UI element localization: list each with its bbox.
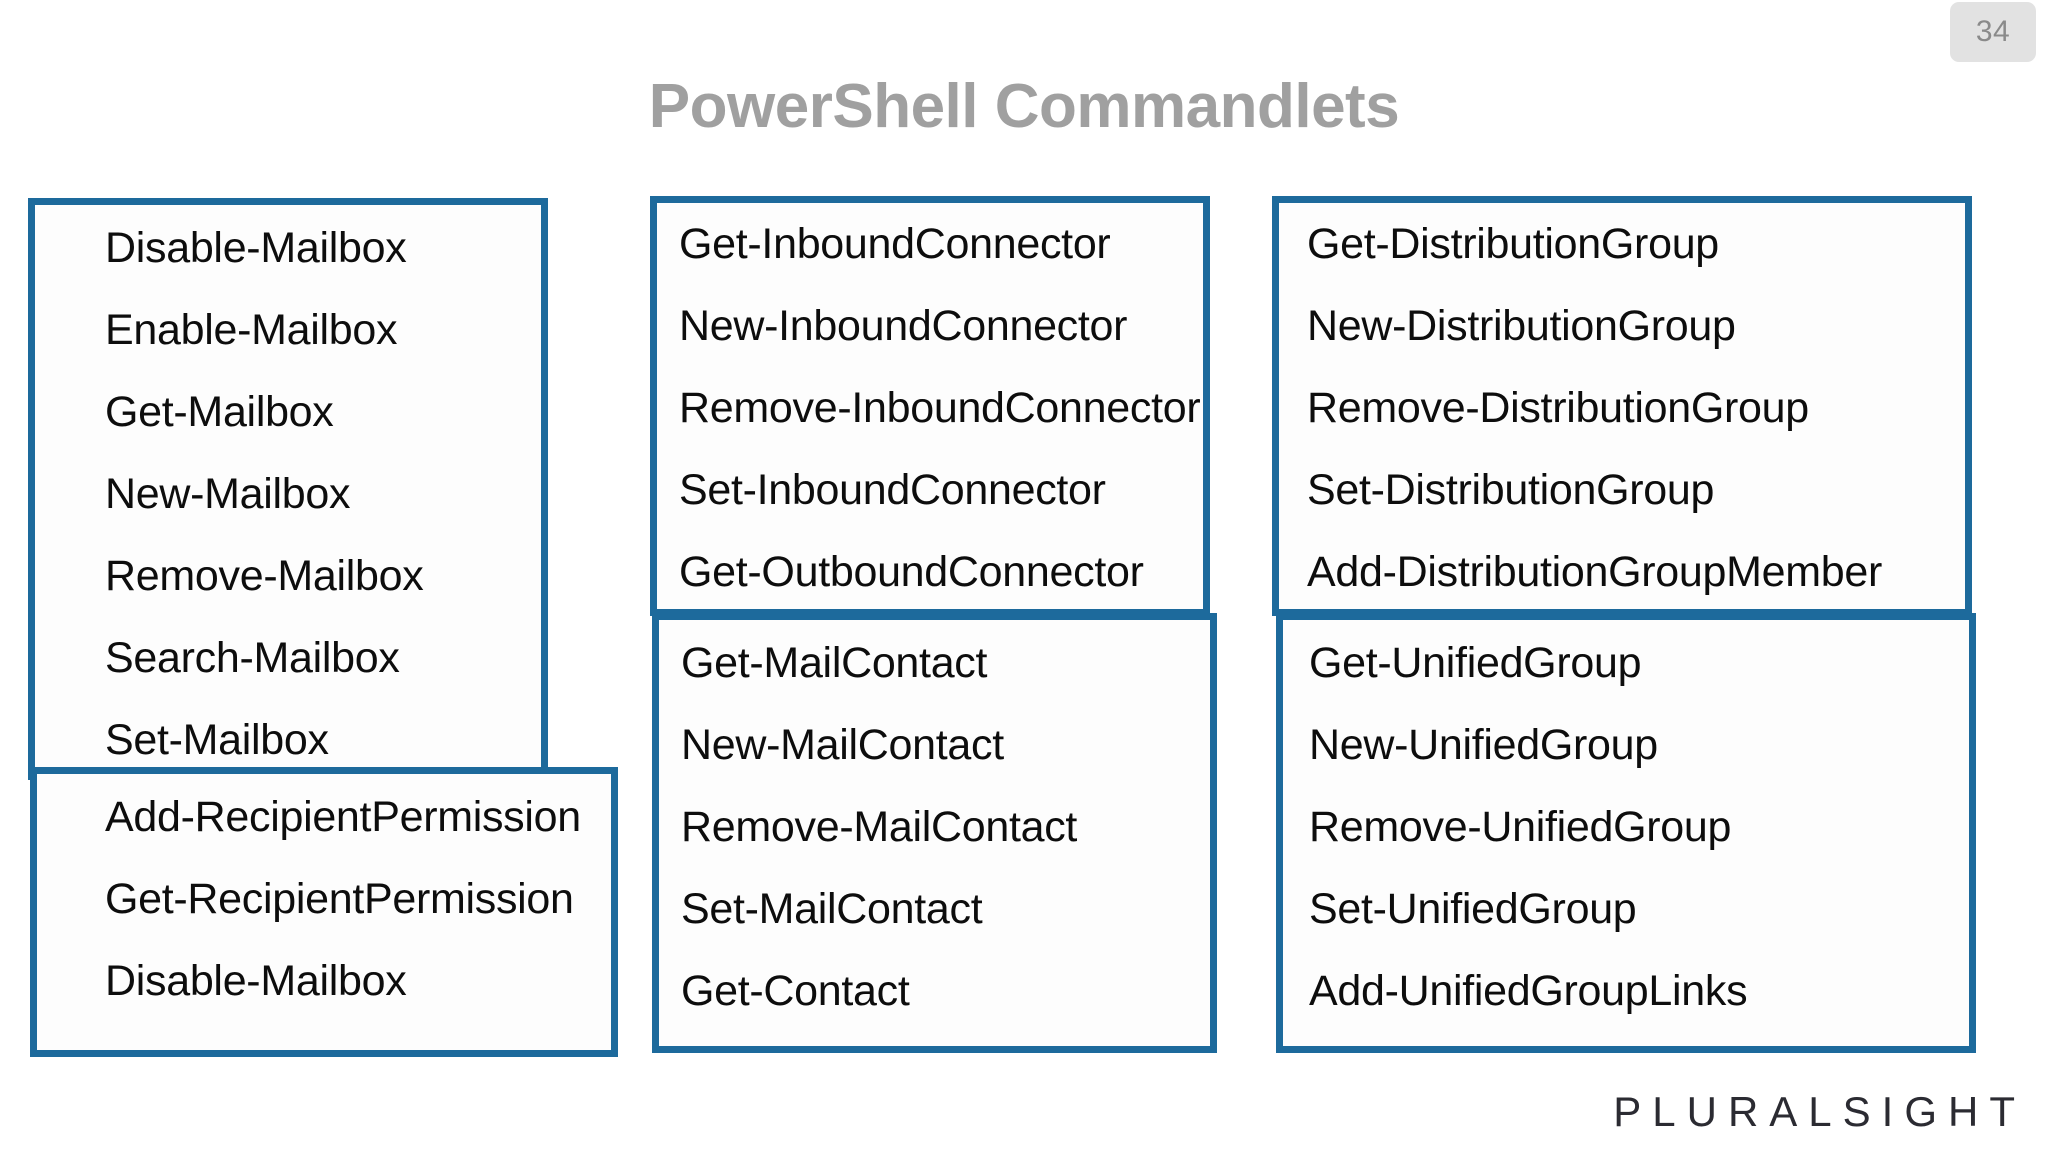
list-item: Set-UnifiedGroup: [1309, 885, 1637, 933]
mail-contact-commands-box: Get-MailContact New-MailContact Remove-M…: [652, 613, 1217, 1053]
list-item: Get-Contact: [681, 967, 910, 1015]
pluralsight-logo: PLURALSIGHT: [1613, 1088, 2026, 1135]
connector-commands-box: Get-InboundConnector New-InboundConnecto…: [650, 196, 1210, 616]
list-item: Disable-Mailbox: [105, 224, 407, 272]
list-item: Set-Mailbox: [105, 716, 329, 764]
list-item: Remove-MailContact: [681, 803, 1078, 851]
recipient-permission-commands-box: Add-RecipientPermission Get-RecipientPer…: [30, 767, 618, 1057]
unified-group-commands-box: Get-UnifiedGroup New-UnifiedGroup Remove…: [1276, 613, 1976, 1053]
list-item: Set-MailContact: [681, 885, 983, 933]
distribution-group-commands-list: Get-DistributionGroup New-DistributionGr…: [1279, 203, 1965, 594]
distribution-group-commands-box: Get-DistributionGroup New-DistributionGr…: [1272, 196, 1972, 616]
page-title: PowerShell Commandlets: [648, 72, 1400, 141]
page-number-value: 34: [1975, 15, 2011, 48]
unified-group-commands-list: Get-UnifiedGroup New-UnifiedGroup Remove…: [1283, 620, 1969, 1013]
list-item: Get-MailContact: [681, 639, 988, 687]
list-item: Disable-Mailbox: [105, 957, 407, 1005]
list-item: Set-DistributionGroup: [1307, 466, 1715, 514]
list-item: New-Mailbox: [105, 470, 351, 518]
list-item: Add-RecipientPermission: [105, 793, 581, 841]
list-item: Set-InboundConnector: [679, 466, 1106, 514]
list-item: Remove-InboundConnector: [679, 384, 1201, 432]
connector-commands-list: Get-InboundConnector New-InboundConnecto…: [657, 203, 1203, 594]
list-item: New-InboundConnector: [679, 302, 1128, 350]
mailbox-commands-list: Disable-Mailbox Enable-Mailbox Get-Mailb…: [35, 205, 541, 762]
list-item: Search-Mailbox: [105, 634, 400, 682]
page-number-badge: 34: [1950, 2, 2036, 62]
list-item: Add-UnifiedGroupLinks: [1309, 967, 1748, 1015]
mail-contact-commands-list: Get-MailContact New-MailContact Remove-M…: [659, 620, 1210, 1013]
list-item: Get-DistributionGroup: [1307, 220, 1719, 268]
list-item: Remove-Mailbox: [105, 552, 424, 600]
mailbox-commands-box: Disable-Mailbox Enable-Mailbox Get-Mailb…: [28, 198, 548, 780]
list-item: Remove-DistributionGroup: [1307, 384, 1809, 432]
list-item: Add-DistributionGroupMember: [1307, 548, 1883, 596]
list-item: Get-OutboundConnector: [679, 548, 1144, 596]
list-item: Get-Mailbox: [105, 388, 334, 436]
list-item: Remove-UnifiedGroup: [1309, 803, 1732, 851]
list-item: Get-UnifiedGroup: [1309, 639, 1642, 687]
list-item: New-DistributionGroup: [1307, 302, 1736, 350]
list-item: Get-InboundConnector: [679, 220, 1111, 268]
list-item: Get-RecipientPermission: [105, 875, 574, 923]
recipient-permission-commands-list: Add-RecipientPermission Get-RecipientPer…: [37, 774, 611, 1003]
list-item: Enable-Mailbox: [105, 306, 398, 354]
list-item: New-MailContact: [681, 721, 1004, 769]
list-item: New-UnifiedGroup: [1309, 721, 1658, 769]
